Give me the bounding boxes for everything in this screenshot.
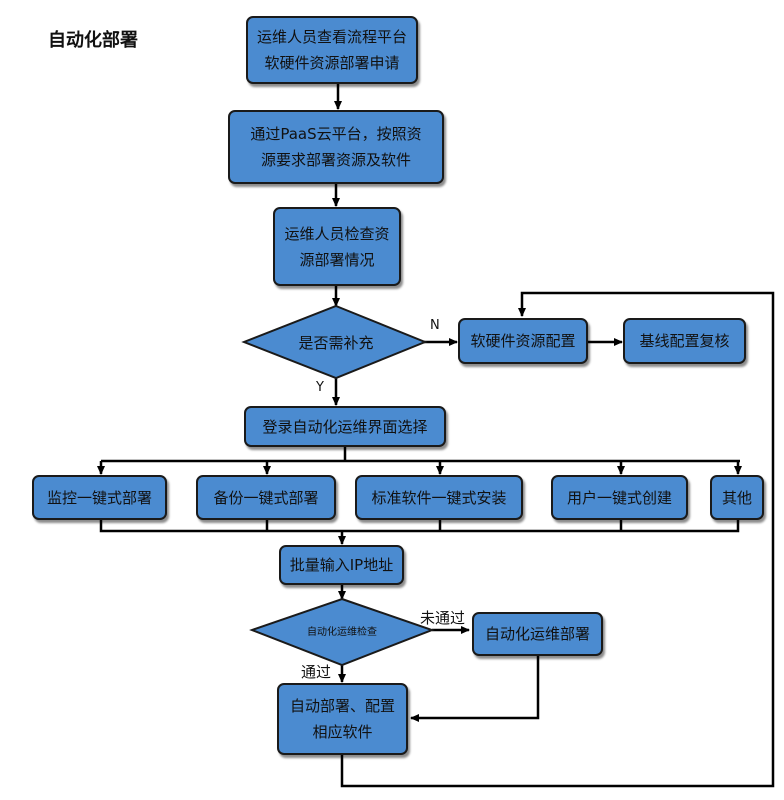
node-other-label: 其他	[721, 488, 752, 507]
diagram-title: 自动化部署	[48, 30, 138, 51]
node-batch-ip-label: 批量输入IP地址	[289, 556, 394, 574]
node-auto-deploy-label: 自动化运维部署	[484, 625, 590, 643]
node-baseline-label: 基线配置复核	[639, 332, 730, 350]
node-check-label: 运维人员检查资源部署情况	[284, 224, 390, 269]
bus-bottom	[99, 520, 740, 533]
node-user-create-label: 用户一键式创建	[566, 488, 672, 507]
node-std-install-label: 标准软件一键式安装	[371, 488, 507, 507]
decision-auto-check-shape	[249, 597, 435, 667]
edge-autodeploy-back	[410, 656, 540, 722]
node-backup: 备份一键式部署	[196, 475, 336, 520]
decision-need-supplement-label: 是否需补充	[298, 333, 374, 352]
edge-label-yes: Y	[316, 380, 324, 395]
node-paas-label: 通过PaaS云平台，按照资源要求部署资源及软件	[250, 125, 422, 169]
edge-label-fail: 未通过	[420, 609, 466, 627]
edge-label-no: N	[430, 318, 440, 333]
node-login-label: 登录自动化运维界面选择	[262, 417, 428, 436]
node-apply-label: 运维人员查看流程平台软硬件资源部署申请	[257, 28, 408, 72]
node-login: 登录自动化运维界面选择	[244, 406, 446, 447]
edge-loop	[340, 291, 775, 788]
edge-label-pass: 通过	[301, 663, 332, 681]
node-monitor-label: 监控一键式部署	[46, 488, 152, 507]
node-monitor: 监控一键式部署	[32, 475, 167, 520]
node-apply: 运维人员查看流程平台软硬件资源部署申请	[246, 16, 418, 84]
node-check: 运维人员检查资源部署情况	[273, 207, 401, 286]
node-deploy-config-label: 自动部署、配置相应软件	[289, 697, 395, 741]
node-deploy-config: 自动部署、配置相应软件	[277, 683, 408, 755]
node-paas: 通过PaaS云平台，按照资源要求部署资源及软件	[228, 110, 444, 184]
node-hw-config-label: 软硬件资源配置	[470, 332, 576, 350]
node-backup-label: 备份一键式部署	[213, 488, 319, 507]
decision-need-supplement-shape	[241, 304, 428, 380]
decision-auto-check-label: 自动化运维检查	[307, 626, 377, 638]
node-hw-config: 软硬件资源配置	[458, 318, 588, 364]
node-std-install: 标准软件一键式安装	[355, 475, 523, 520]
node-baseline: 基线配置复核	[623, 318, 746, 364]
node-batch-ip: 批量输入IP地址	[279, 545, 404, 585]
node-other: 其他	[710, 475, 764, 520]
node-user-create: 用户一键式创建	[551, 475, 688, 520]
node-auto-deploy: 自动化运维部署	[472, 612, 603, 656]
